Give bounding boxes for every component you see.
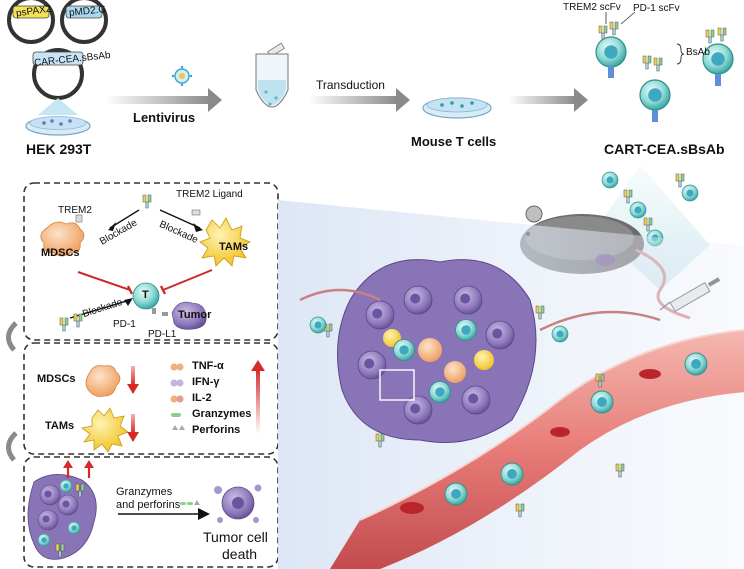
curve-arrow-1 bbox=[6, 321, 18, 352]
tumor-cell-death-line2: death bbox=[222, 546, 258, 562]
lentivirus-label: Lentivirus bbox=[133, 110, 196, 125]
plasmid-car bbox=[32, 48, 84, 100]
arrow-transduction-head bbox=[396, 88, 410, 112]
trem2-ligand-label: TREM2 Ligand bbox=[176, 189, 243, 200]
plasmid-pmd2g bbox=[60, 0, 108, 44]
arrow-expansion-shaft bbox=[508, 96, 576, 104]
panel3-graphics bbox=[27, 460, 262, 560]
granzymes-line-label: Granzymes bbox=[116, 486, 173, 498]
panel1-graphics bbox=[40, 194, 251, 332]
mdscs-label-p1: MDSCs bbox=[41, 247, 80, 259]
mouse-t-cells-label: Mouse T cells bbox=[411, 134, 497, 149]
arrow-expansion-head bbox=[574, 88, 588, 112]
perforins-line-label: and perforins bbox=[116, 499, 181, 511]
t-cell-label: T bbox=[142, 289, 149, 301]
ifn-label: IFN-γ bbox=[192, 376, 220, 388]
hek-dish-icon bbox=[25, 116, 91, 136]
tumor-cell-death-line1: Tumor cell bbox=[203, 529, 268, 545]
transfection-beam bbox=[38, 98, 78, 115]
plasmid-pspax2 bbox=[7, 0, 55, 44]
curve-arrow-2 bbox=[6, 431, 18, 462]
granzymes-label: Granzymes bbox=[192, 408, 252, 420]
pdl1-label: PD-L1 bbox=[148, 329, 177, 340]
hek-label: HEK 293T bbox=[26, 141, 92, 157]
trem2-scfv-label: TREM2 scFv bbox=[563, 2, 621, 13]
tumor-mass bbox=[299, 259, 661, 443]
cart-product-label: CART-CEA.sBsAb bbox=[604, 141, 725, 157]
tumor-label: Tumor bbox=[178, 309, 212, 321]
tams-label-p2: TAMs bbox=[45, 420, 75, 432]
pd1-label: PD-1 bbox=[113, 319, 136, 330]
transduction-label: Transduction bbox=[316, 78, 385, 92]
tams-label-p1: TAMs bbox=[219, 241, 249, 253]
arrow-lentivirus-head bbox=[208, 88, 222, 112]
trem2-label: TREM2 bbox=[58, 205, 92, 216]
centrifuge-tube-icon bbox=[255, 42, 289, 108]
tnf-label: TNF-α bbox=[192, 360, 224, 372]
mouse-t-cell-dish-icon bbox=[422, 97, 492, 119]
panel2-graphics bbox=[81, 360, 265, 453]
pd1-scfv-label: PD-1 scFv bbox=[633, 3, 680, 14]
arrow-transduction-shaft bbox=[308, 96, 398, 104]
bsab-label: BsAb bbox=[686, 47, 710, 58]
il2-label: IL-2 bbox=[192, 392, 212, 404]
cart-cells-group bbox=[595, 11, 734, 122]
vessel bbox=[330, 329, 744, 569]
panel-cytokines bbox=[23, 342, 279, 455]
lentivirus-particle-icon bbox=[171, 65, 193, 87]
mdscs-label-p2: MDSCs bbox=[37, 373, 76, 385]
arrow-lentivirus-shaft bbox=[106, 96, 211, 104]
perforins-label: Perforins bbox=[192, 424, 241, 436]
